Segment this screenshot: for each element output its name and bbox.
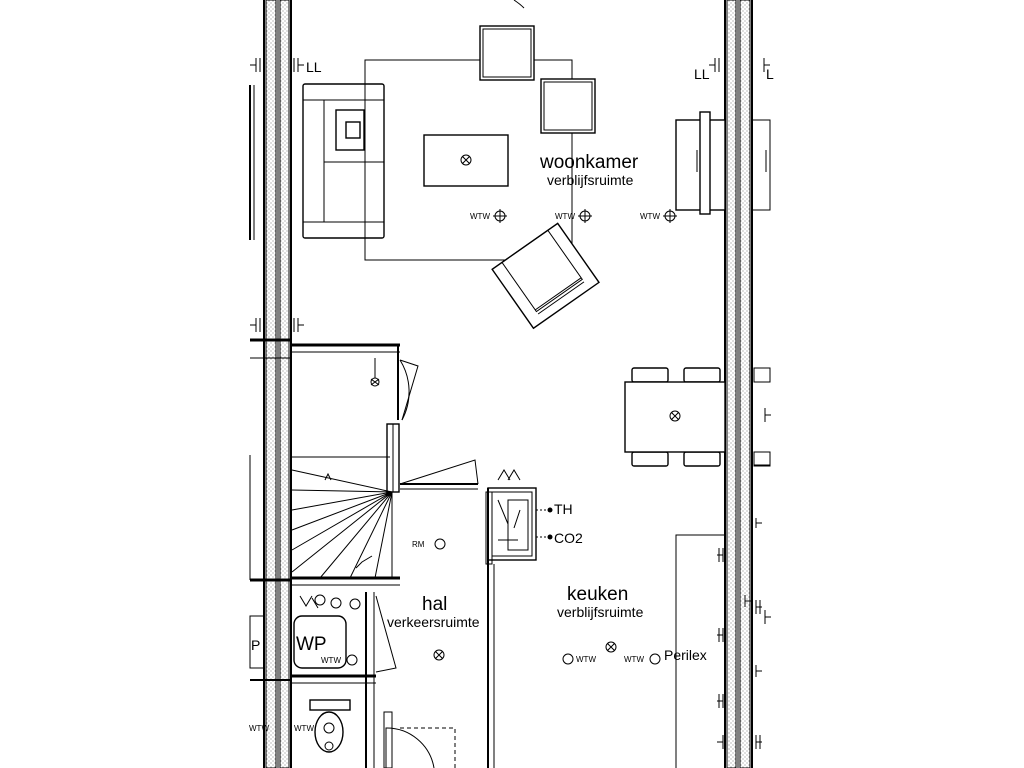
hall-walls [290, 592, 456, 768]
wtw-label-neighbour: WTW [249, 724, 269, 733]
room-name-woonkamer: woonkamer [539, 152, 639, 173]
wall-socket-symbols [250, 58, 771, 749]
light-switch-symbols [355, 358, 380, 569]
top-arc-fragment [513, 0, 525, 9]
perilex-label: Perilex [664, 647, 707, 663]
staircase [291, 469, 393, 579]
smoke-detector [434, 538, 446, 550]
right-party-wall [724, 0, 753, 768]
th-sensor [536, 507, 553, 513]
wtw-label-toilet: WTW [294, 724, 314, 733]
ll-label-left: LL [306, 59, 322, 75]
side-table-top [479, 25, 535, 81]
co2-sensor [536, 534, 553, 540]
svg-text:WTW: WTW [555, 212, 575, 221]
hall-ceiling-light [433, 649, 445, 661]
wtw-label-wp: WTW [321, 656, 341, 665]
kitchen-vent-points [562, 641, 661, 665]
wtw-vent-points-living: WTW WTW WTW [470, 209, 677, 223]
room-type-hal: verkeersruimte [387, 614, 480, 630]
neighbour-left-fragments [249, 85, 290, 681]
side-table-right [540, 78, 596, 134]
room-name-keuken: keuken [567, 584, 628, 605]
neighbour-right-fragments [754, 120, 771, 466]
wp-label: WP [296, 634, 327, 655]
toilet [309, 699, 351, 753]
dining-table [624, 367, 771, 467]
room-type-woonkamer: verblijfsruimte [547, 172, 634, 188]
heat-pump-cupboard [249, 615, 358, 669]
co2-label: CO2 [554, 530, 583, 546]
ll-label-edge: L [766, 66, 774, 82]
room-type-keuken: verblijfsruimte [557, 604, 644, 620]
kitchen-counter [675, 534, 724, 768]
svg-text:WTW: WTW [470, 212, 490, 221]
room-name-hal: hal [422, 594, 447, 615]
ll-label-right: LL [694, 66, 710, 82]
p-label-left: P [251, 637, 260, 653]
coffee-table [423, 134, 509, 187]
tv-unit [675, 111, 771, 215]
door-swing-upper [399, 359, 419, 421]
interior-walls [290, 343, 478, 586]
meter-cupboard [485, 469, 537, 768]
svg-text:WTW: WTW [640, 212, 660, 221]
wtw-label-kitchen-2: WTW [624, 655, 644, 664]
armchair [491, 222, 600, 330]
rm-label: RM [412, 540, 425, 549]
door-swing-hall [399, 459, 479, 485]
meter-taps [299, 594, 361, 610]
wtw-label-kitchen-1: WTW [576, 655, 596, 664]
left-party-wall [263, 0, 292, 768]
th-label: TH [554, 501, 573, 517]
sofa-left [302, 83, 385, 239]
